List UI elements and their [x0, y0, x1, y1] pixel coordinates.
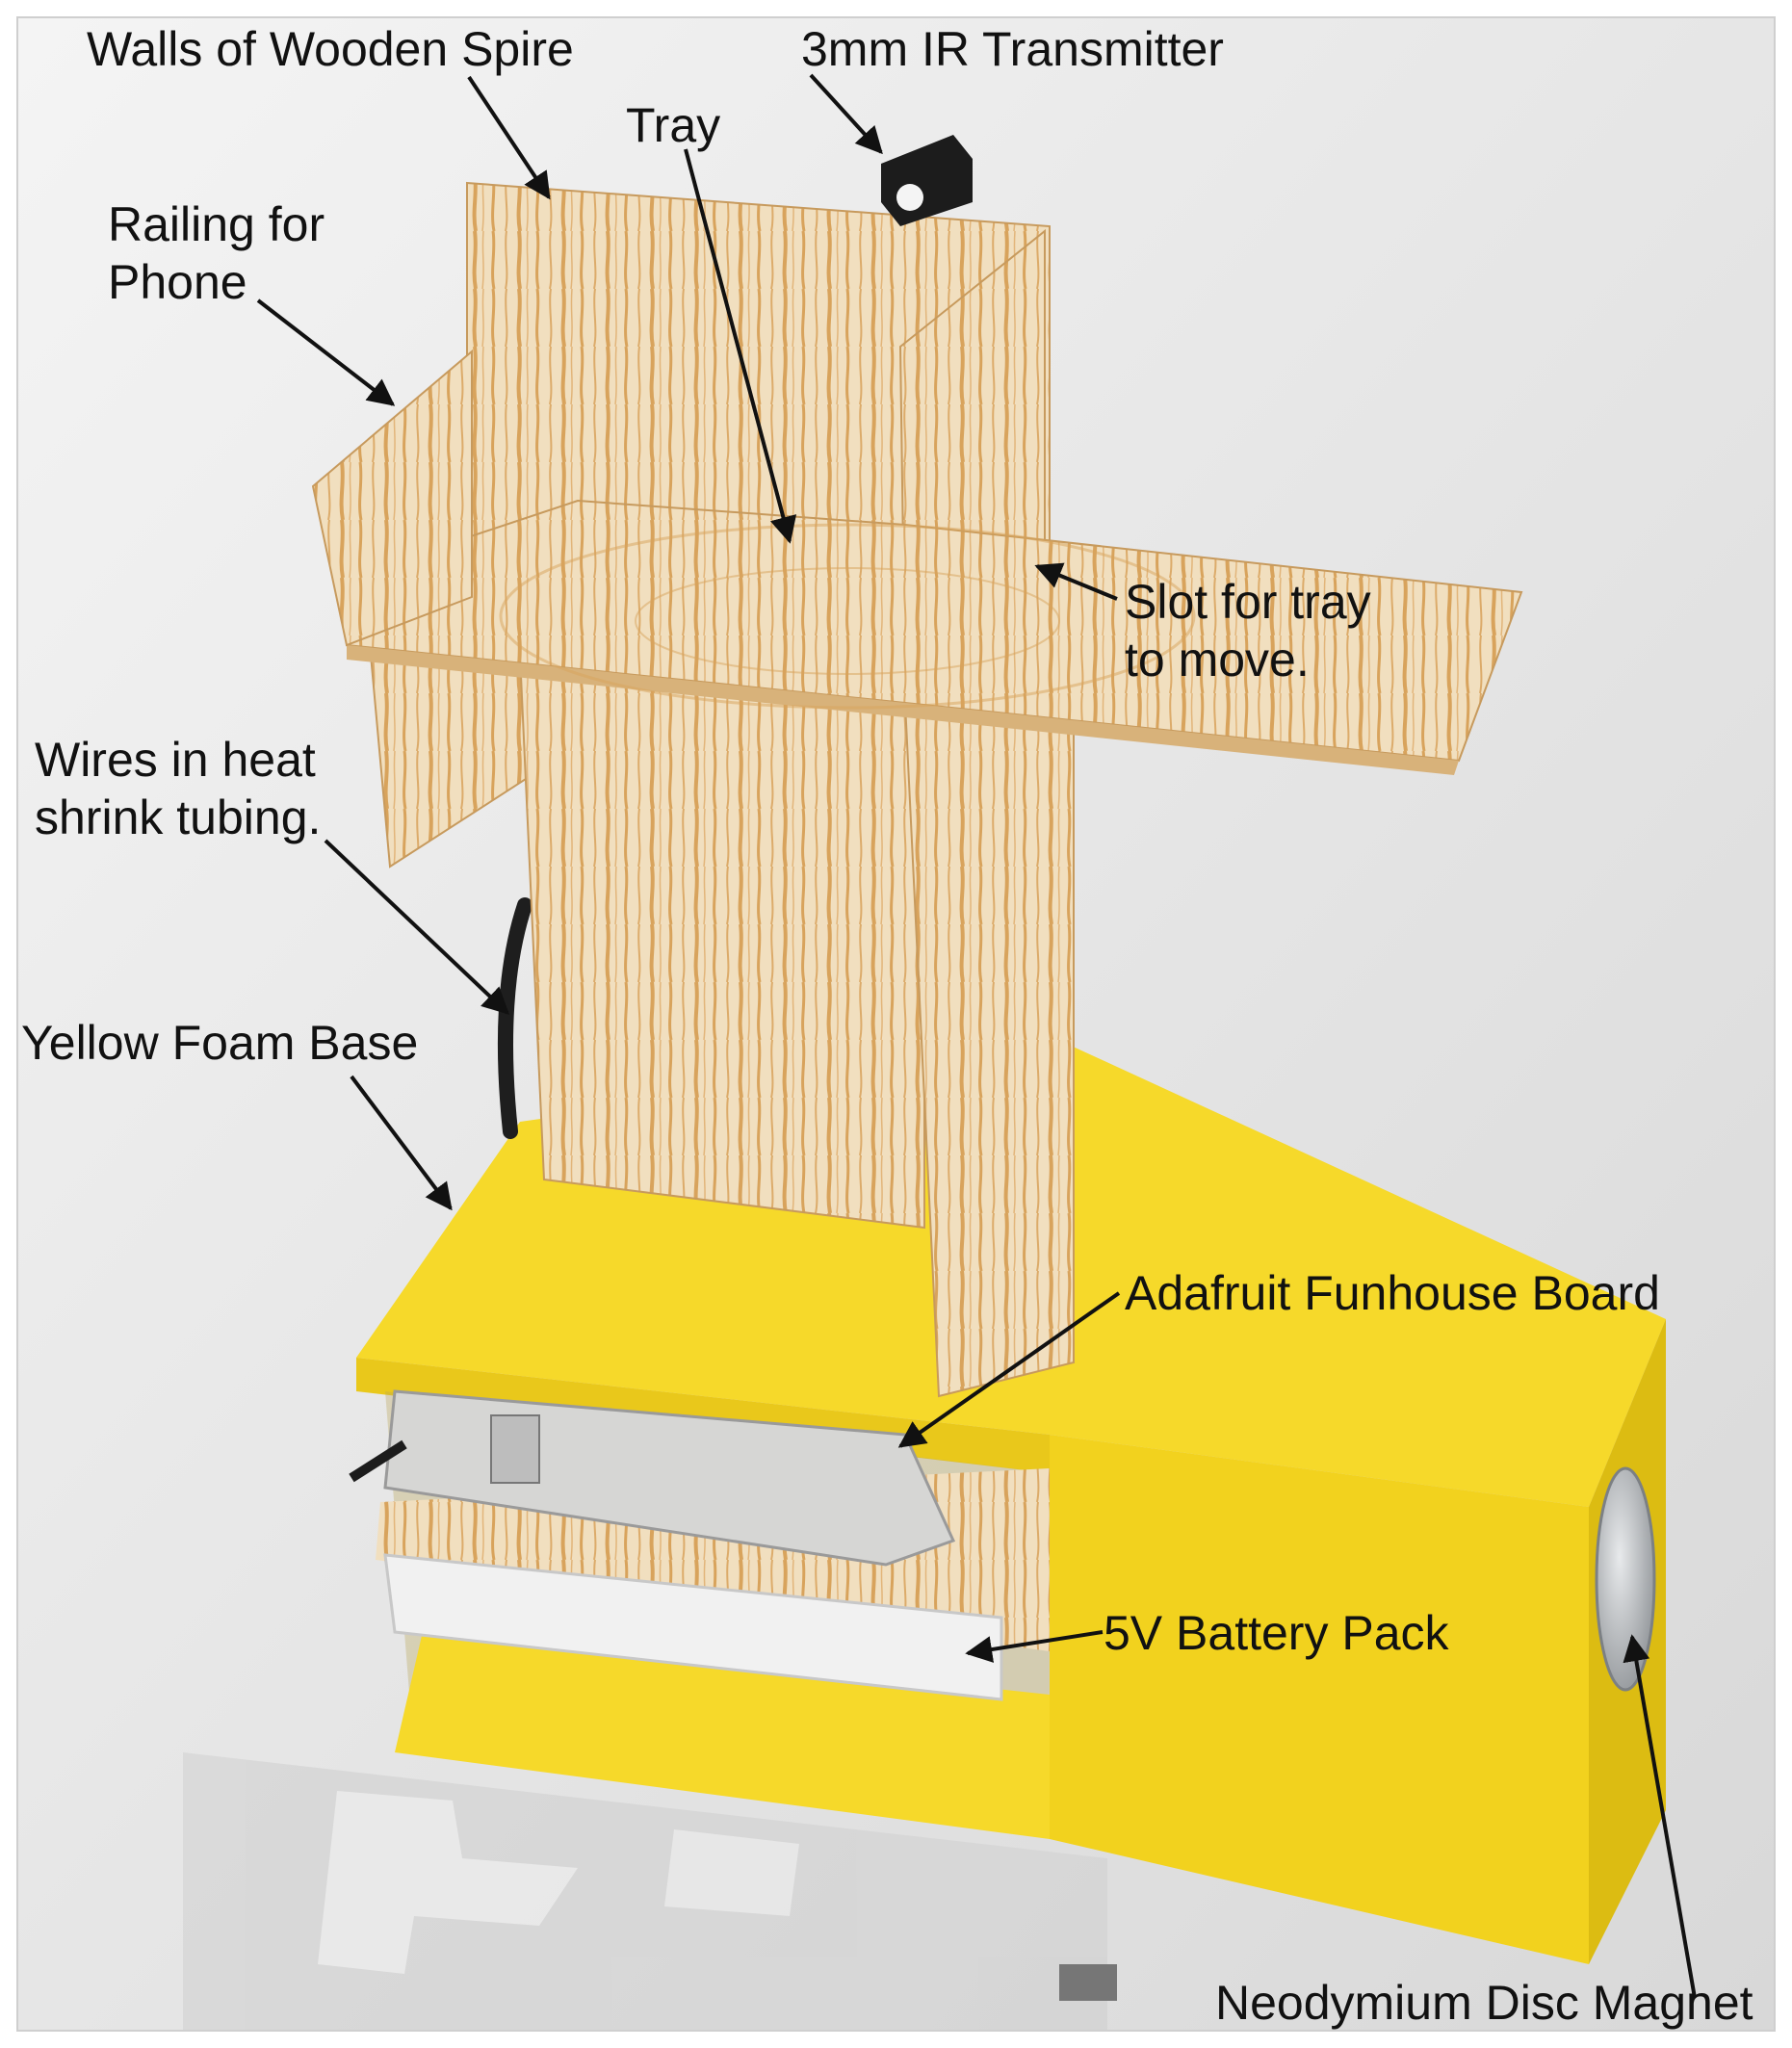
spire-center-wall	[518, 653, 925, 1230]
label-wires: Wires in heat shrink tubing.	[35, 733, 329, 844]
leader-ir	[809, 73, 883, 155]
floor-pattern	[183, 1752, 1117, 2030]
label-base: Yellow Foam Base	[21, 1016, 418, 1070]
leader-wires	[324, 839, 510, 1015]
leader-magnet	[1623, 1634, 1697, 1999]
tray-railing	[311, 349, 473, 647]
leader-base	[350, 1075, 453, 1211]
label-tray: Tray	[626, 98, 720, 152]
tray-ring-grain	[499, 523, 1196, 710]
neodymium-magnet	[1595, 1466, 1656, 1692]
label-slot: Slot for tray to move.	[1125, 575, 1385, 687]
battery-pack	[383, 1553, 1003, 1701]
leader-lines	[256, 73, 1697, 1999]
leader-railing	[256, 298, 396, 406]
label-battery: 5V Battery Pack	[1104, 1606, 1449, 1660]
label-magnet: Neodymium Disc Magnet	[1215, 1976, 1753, 2030]
tray-ring-grain-inner	[635, 567, 1060, 675]
callout-labels: Walls of Wooden Spire 3mm IR Transmitter…	[21, 22, 1753, 2030]
label-walls: Walls of Wooden Spire	[87, 22, 574, 76]
tray-front-edge	[347, 645, 1459, 775]
funhouse-board	[349, 1389, 956, 1567]
frame-border	[16, 16, 1776, 2032]
tray	[311, 349, 1523, 775]
leader-board	[897, 1291, 1121, 1448]
floor-block	[1059, 1964, 1117, 2001]
label-ir-transmitter: 3mm IR Transmitter	[801, 22, 1224, 76]
label-railing: Railing for Phone	[108, 197, 338, 309]
foam-front-right	[1050, 1435, 1589, 1964]
leader-battery	[965, 1630, 1104, 1663]
leader-tray	[684, 148, 797, 544]
label-board: Adafruit Funhouse Board	[1125, 1266, 1660, 1320]
ir-transmitter	[881, 135, 973, 226]
leader-walls	[467, 75, 551, 200]
leader-slot	[1034, 562, 1118, 601]
